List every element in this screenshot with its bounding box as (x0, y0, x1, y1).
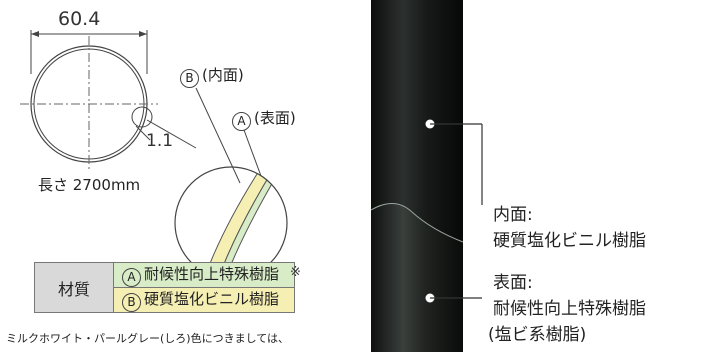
marker-b: B (180, 69, 199, 88)
inner-layer-callout-text: (内面) (202, 66, 244, 84)
material-row-b-text: 硬質塩化ビニル樹脂 (144, 290, 280, 308)
outer-surface-material: 耐候性向上特殊樹脂 (493, 299, 646, 319)
outer-surface-note: (塩ビ系樹脂) (488, 325, 587, 345)
outer-layer-callout-text: (表面) (254, 109, 296, 127)
diameter-label: 60.4 (58, 8, 101, 30)
thickness-label: 1.1 (146, 131, 174, 151)
outer-surface-title: 表面: (493, 273, 533, 293)
marker-a: A (122, 268, 141, 287)
cross-section-drawing (20, 36, 197, 172)
marker-b: B (122, 293, 141, 312)
inner-layer-callout: B(内面) (180, 68, 244, 88)
material-row-a-text: 耐候性向上特殊樹脂 (144, 265, 280, 283)
note-mark: ※ (290, 265, 301, 280)
inner-surface-title: 内面: (493, 205, 533, 225)
layer-detail-circle (174, 87, 288, 280)
material-table-header: 材質 (34, 262, 114, 313)
diameter-dimension (30, 30, 148, 74)
length-label: 長さ 2700mm (38, 176, 141, 194)
pipe-photo (370, 0, 464, 352)
outer-layer-callout: A(表面) (232, 111, 296, 131)
inner-surface-material: 硬質塩化ビニル樹脂 (493, 231, 646, 251)
callout-leaders (425, 119, 483, 303)
footnote-text: ミルクホワイト・パールグレー(しろ)色につきましては、 (6, 332, 290, 345)
marker-a: A (232, 112, 251, 131)
